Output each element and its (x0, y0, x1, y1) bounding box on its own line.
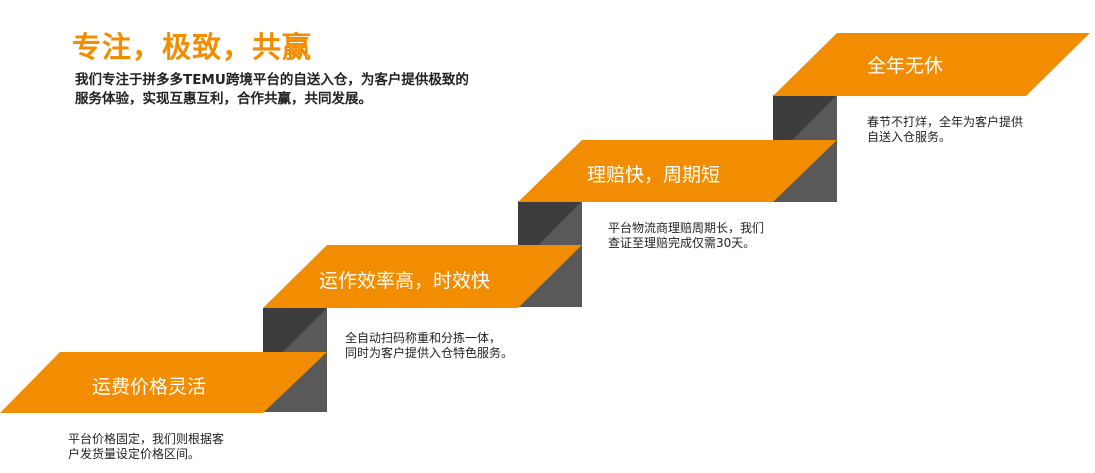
step-band-1 (0, 352, 327, 413)
step-desc-2-line-1: 全自动扫码称重和分拣一体， (345, 331, 502, 345)
intro-text: 我们专注于拼多多TEMU跨境平台的自送入仓，为客户提供极致的服务体验，实现互惠互… (75, 72, 469, 107)
page-title: 专注，极致，共赢 (72, 30, 313, 64)
step-desc-1-line-1: 平台价格固定，我们则根据客 (68, 432, 225, 446)
step-desc-4-line-2: 自送入仓服务。 (867, 130, 952, 144)
step-title-1: 运费价格灵活 (92, 376, 207, 398)
step-band-4 (773, 33, 1090, 96)
step-desc-1: 平台价格固定，我们则根据客 户发货量设定价格区间。 (68, 432, 224, 462)
step-desc-2: 全自动扫码称重和分拣一体， 同时为客户提供入仓特色服务。 (345, 331, 513, 361)
step-desc-3-line-2: 查证至理赔完成仅需30天。 (608, 236, 756, 250)
step-band-3 (518, 140, 837, 202)
step-title-3: 理赔快，周期短 (587, 164, 721, 186)
step-title-2: 运作效率高，时效快 (319, 270, 491, 292)
step-title-4: 全年无休 (867, 55, 944, 77)
step-desc-3: 平台物流商理赔周期长，我们 查证至理赔完成仅需30天。 (608, 221, 764, 251)
step-desc-2-line-2: 同时为客户提供入仓特色服务。 (345, 346, 514, 360)
step-band-2 (263, 245, 582, 308)
step-desc-4-line-1: 春节不打烊，全年为客户提供 (867, 115, 1024, 129)
step-desc-4: 春节不打烊，全年为客户提供 自送入仓服务。 (867, 115, 1023, 145)
step-desc-3-line-1: 平台物流商理赔周期长，我们 (608, 221, 765, 235)
step-desc-1-line-2: 户发货量设定价格区间。 (68, 447, 201, 461)
